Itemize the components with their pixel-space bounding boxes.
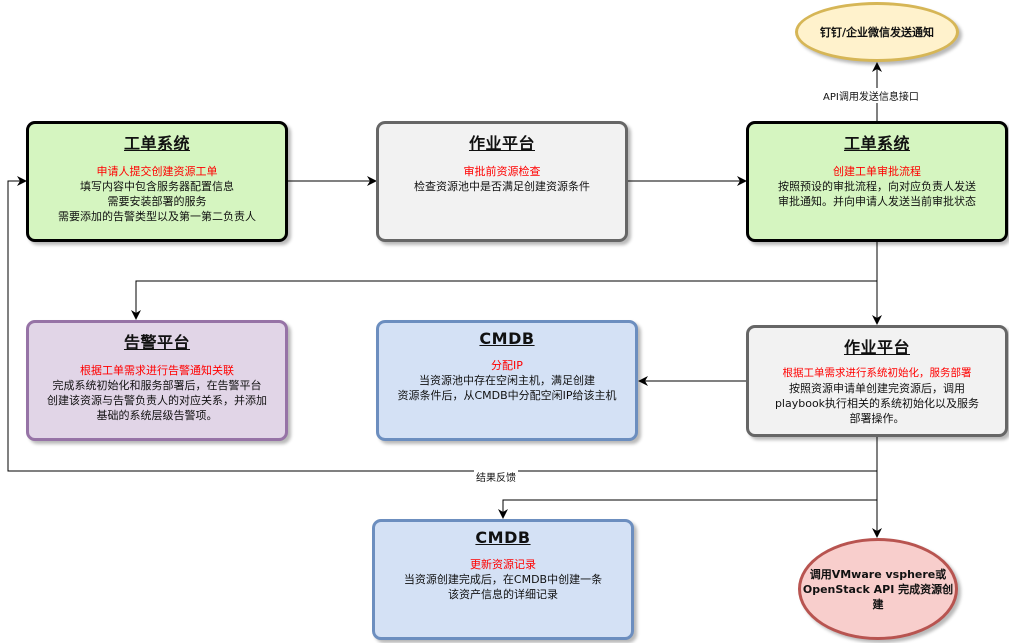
- node-body-line: 检查资源池中是否满足创建资源条件: [414, 180, 590, 193]
- edge-label-feedback: 结果反馈: [474, 469, 518, 484]
- node-subtitle: 审批前资源检查: [463, 165, 541, 178]
- cmdb-node-1[interactable]: CMDB 分配IP 当资源池中存在空闲主机，满足创建 资源条件后，从CMDB中分…: [376, 320, 638, 441]
- node-body-line: 需要添加的告警类型以及第一第二负责人: [58, 210, 256, 223]
- node-title: 工单系统: [843, 134, 910, 153]
- edge-ticket2-to-alert: [131, 241, 878, 320]
- edge-job2-to-cmdb2: [498, 437, 878, 519]
- alert-platform-node[interactable]: 告警平台 根据工单需求进行告警通知关联 完成系统初始化和服务部署后，在告警平台 …: [26, 320, 288, 441]
- node-title: 作业平台: [843, 338, 910, 357]
- edge-label-api: API调用发送信息接口: [821, 88, 921, 103]
- node-body-line: 审批通知。并向申请人发送当前审批状态: [778, 195, 976, 208]
- notify-ellipse[interactable]: 钉钉/企业微信发送通知: [795, 2, 959, 62]
- node-body-line: 完成系统初始化和服务部署后，在告警平台: [52, 379, 262, 392]
- node-subtitle: 根据工单需求进行告警通知关联: [80, 364, 234, 377]
- job-platform-node-1[interactable]: 作业平台 审批前资源检查 检查资源池中是否满足创建资源条件: [376, 121, 628, 242]
- node-body-line: 按照预设的审批流程，向对应负责人发送: [778, 180, 976, 193]
- cmdb-node-2[interactable]: CMDB 更新资源记录 当资源创建完成后，在CMDB中创建一条 该资产信息的详细…: [372, 519, 634, 640]
- node-body-line: 需要安装部署的服务: [107, 195, 207, 208]
- node-body-line: playbook执行相关的系统初始化以及服务: [774, 397, 980, 410]
- node-subtitle: 申请人提交创建资源工单: [96, 165, 218, 178]
- vm-create-ellipse[interactable]: 调用VMware vsphere或 OpenStack API 完成资源创 建: [798, 538, 958, 640]
- node-body-line: 按照资源申请单创建完资源后，调用: [789, 382, 965, 395]
- node-subtitle: 更新资源记录: [470, 558, 536, 571]
- node-body-line: 部署操作。: [849, 412, 905, 425]
- edge-feedback-to-ticket1: [7, 176, 878, 472]
- ticket-system-node-2[interactable]: 工单系统 创建工单审批流程 按照预设的审批流程，向对应负责人发送 审批通知。并向…: [746, 121, 1008, 242]
- vm-label-line: 建: [872, 597, 884, 611]
- node-title: 工单系统: [123, 134, 190, 153]
- node-subtitle: 创建工单审批流程: [833, 165, 921, 178]
- vm-label-line: OpenStack API 完成资源创: [802, 582, 954, 596]
- node-body-line: 当资源创建完成后，在CMDB中创建一条: [403, 573, 603, 586]
- node-body-line: 资源条件后，从CMDB中分配空闲IP给该主机: [397, 389, 617, 402]
- notify-label: 钉钉/企业微信发送通知: [819, 25, 935, 39]
- node-title: CMDB: [479, 329, 535, 348]
- job-platform-node-2[interactable]: 作业平台 根据工单需求进行系统初始化，服务部署 按照资源申请单创建完资源后，调用…: [746, 325, 1008, 437]
- node-subtitle: 根据工单需求进行系统初始化，服务部署: [782, 367, 972, 379]
- node-subtitle: 分配IP: [491, 359, 523, 372]
- node-title: 告警平台: [123, 333, 190, 352]
- node-body-line: 创建该资源与告警负责人的对应关系，并添加: [47, 394, 267, 407]
- node-title: CMDB: [475, 528, 531, 547]
- node-body-line: 当资源池中存在空闲主机，满足创建: [419, 374, 595, 387]
- node-body-line: 填写内容中包含服务器配置信息: [80, 180, 234, 193]
- ticket-system-node-1[interactable]: 工单系统 申请人提交创建资源工单 填写内容中包含服务器配置信息 需要安装部署的服…: [26, 121, 288, 242]
- node-body-line: 该资产信息的详细记录: [448, 588, 558, 601]
- node-title: 作业平台: [468, 134, 535, 153]
- node-body-line: 基础的系统层级告警项。: [96, 409, 218, 422]
- vm-label-line: 调用VMware vsphere或: [809, 567, 947, 581]
